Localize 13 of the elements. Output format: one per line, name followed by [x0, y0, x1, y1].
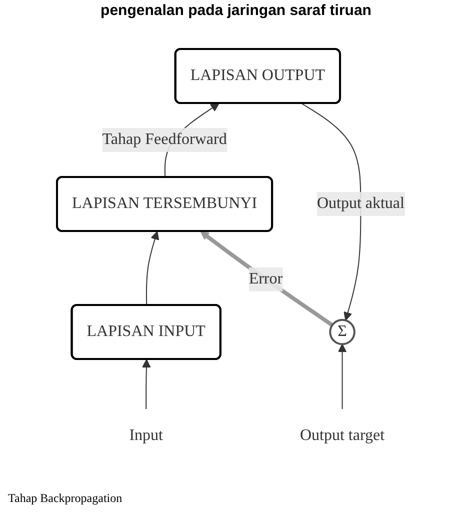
edge-label: Error — [249, 270, 283, 288]
node-circle: Σ — [329, 318, 356, 346]
edge-label: Tahap Feedforward — [102, 131, 228, 148]
title: pengenalan pada jaringan saraf tiruan — [100, 2, 372, 19]
arrow — [146, 231, 160, 306]
node-text: Output target — [300, 427, 385, 444]
arrow — [301, 103, 362, 321]
edge-label: Output aktual — [317, 195, 405, 212]
arrow — [338, 344, 347, 410]
node-text: Input — [129, 427, 164, 444]
arrow — [142, 359, 152, 410]
note-text: Tahap Backpropagation — [8, 491, 122, 505]
arrow — [200, 231, 334, 327]
